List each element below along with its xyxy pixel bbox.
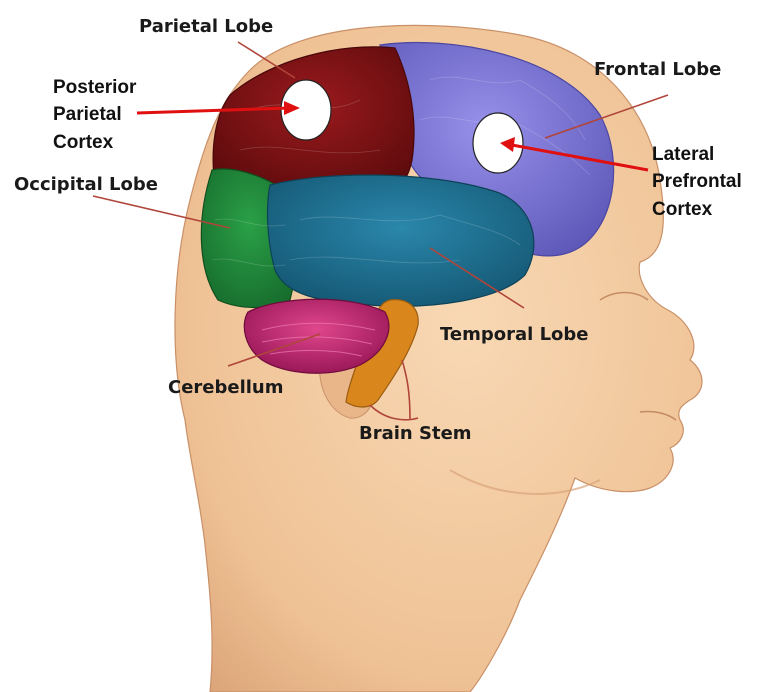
label-frontal-lobe: Frontal Lobe: [594, 59, 721, 80]
lip-line: [639, 410, 677, 421]
arrow-head-lateral-prefrontal: [500, 137, 515, 152]
label-occipital-lobe: Occipital Lobe: [14, 174, 158, 195]
eye-line: [599, 291, 649, 301]
label-brain-stem: Brain Stem: [359, 423, 472, 444]
arrows: [136, 101, 649, 172]
leader-cerebellum: [227, 333, 321, 367]
label-lateral-prefrontal-line-2: Prefrontal: [652, 171, 742, 192]
brain-texture: [211, 76, 591, 267]
label-parietal-lobe: Parietal Lobe: [139, 16, 273, 37]
arrow-head-posterior-parietal: [284, 101, 300, 115]
arrow-posterior-parietal: [136, 106, 291, 115]
temporal-lobe-region: [266, 174, 535, 307]
leader-parietal: [237, 41, 296, 79]
label-posterior-parietal-line-2: Parietal: [53, 104, 122, 125]
leader-frontal: [544, 94, 669, 139]
leader-lines: [92, 41, 669, 421]
cerebellum-folds: [261, 322, 376, 357]
label-posterior-parietal-line-3: Cortex: [53, 132, 114, 153]
label-lateral-prefrontal-line-3: Cortex: [652, 199, 713, 220]
leader-brain-stem: [369, 359, 419, 421]
leader-temporal: [429, 247, 525, 309]
label-temporal-lobe: Temporal Lobe: [440, 324, 589, 345]
labels: Parietal Lobe Frontal Lobe Occipital Lob…: [14, 16, 742, 444]
leader-occipital: [92, 195, 231, 229]
label-cerebellum: Cerebellum: [168, 377, 284, 398]
label-lateral-prefrontal-line-1: Lateral: [652, 144, 714, 165]
jaw-shadow: [449, 469, 601, 495]
posterior-parietal-marker: [280, 79, 332, 141]
label-posterior-parietal-line-1: Posterior: [53, 77, 137, 98]
lateral-prefrontal-marker: [472, 112, 524, 174]
arrow-lateral-prefrontal: [511, 143, 649, 172]
